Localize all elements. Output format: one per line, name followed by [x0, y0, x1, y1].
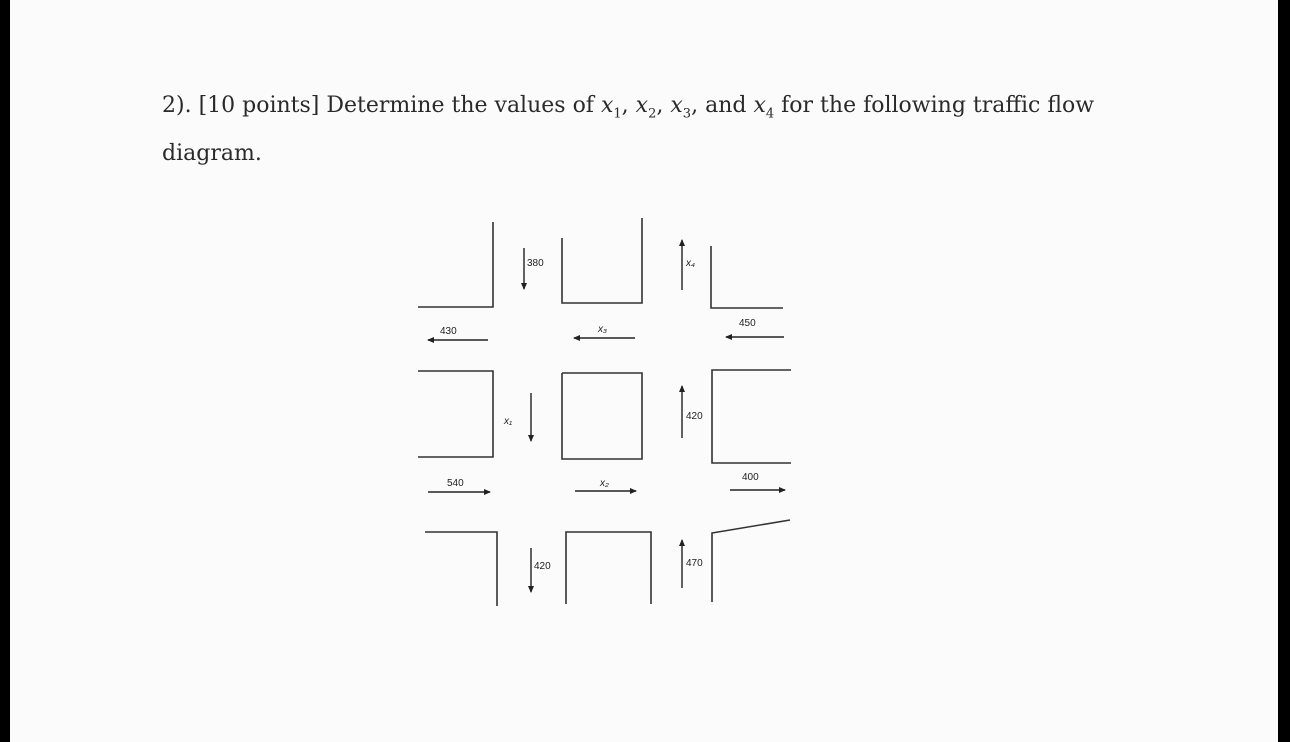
var-x2-subscript: 2: [648, 106, 657, 122]
problem-suffix: for the following traffic flow diagram.: [162, 93, 1095, 167]
problem-statement: 2). [10 points] Determine the values of …: [162, 93, 1095, 167]
label-row1-middle: x₃: [597, 324, 607, 335]
block-top-right: [710, 246, 783, 309]
block-bottom-middle: [565, 531, 652, 604]
label-bottom-right-in: 470: [686, 558, 703, 569]
label-row2-middle: x₂: [599, 478, 609, 489]
problem-prefix: 2). [10 points] Determine the values of: [162, 93, 594, 118]
block-mid-right: [711, 369, 791, 464]
block-top-left: [418, 222, 494, 308]
block-bottom-left: [425, 531, 498, 606]
label-top-left-in: 380: [527, 258, 544, 269]
block-center: [561, 372, 643, 460]
var-x4: x: [753, 93, 766, 118]
var-x4-subscript: 4: [765, 106, 775, 122]
label-row2-left: 540: [447, 478, 464, 489]
page: 2). [10 points] Determine the values of …: [10, 0, 1278, 742]
label-mid-left-down: x₁: [503, 416, 512, 427]
and-word: and: [705, 93, 747, 118]
var-x3: x: [670, 93, 683, 118]
label-row1-right: 450: [739, 318, 756, 329]
label-row2-right: 400: [742, 472, 759, 483]
var-x3-subscript: 3: [682, 106, 692, 122]
label-row1-left: 430: [440, 326, 457, 337]
var-x2: x: [635, 93, 649, 118]
label-mid-right-up: 420: [686, 411, 703, 422]
var-x1-subscript: 1: [613, 106, 622, 122]
block-mid-left: [418, 370, 494, 458]
block-bottom-right: [711, 519, 791, 602]
label-top-right-out: x₄: [685, 258, 695, 269]
label-bottom-left-in: 420: [534, 561, 551, 572]
block-top-middle: [561, 218, 643, 304]
var-x1: x: [600, 93, 614, 118]
